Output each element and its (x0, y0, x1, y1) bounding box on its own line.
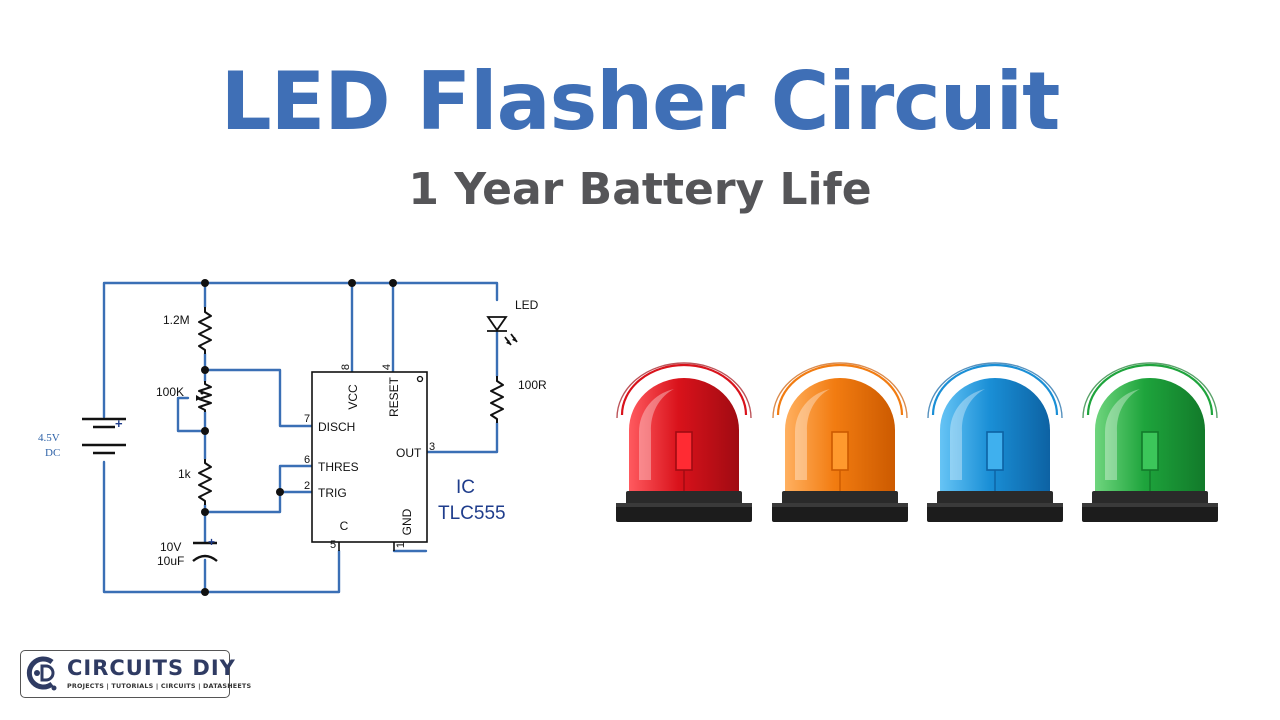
page-title: LED Flasher Circuit (220, 55, 1061, 148)
r1-value-label: 1.2M (163, 313, 190, 327)
ic-pin1-marker (416, 375, 424, 383)
ic-pin-disch-label: DISCH (318, 420, 355, 434)
circuits-diy-logo: CIRCUITS DIY PROJECTS | TUTORIALS | CIRC… (20, 650, 251, 698)
ic-pin-c-label: C (340, 519, 349, 533)
resistor-r2 (198, 459, 212, 505)
led-label: LED (515, 298, 539, 312)
ic-pin-8-number: 8 (340, 364, 352, 370)
ic-pin-out-label: OUT (396, 446, 422, 460)
ic-body (311, 371, 428, 543)
ic-pin-2-number: 2 (304, 480, 310, 492)
capacitor-plus: + (208, 535, 215, 549)
ic-pin-4-number: 4 (381, 364, 393, 370)
pot-value-label: 100K (156, 385, 184, 399)
resistors (198, 307, 504, 505)
junction-dots (201, 279, 397, 596)
logo-name: CIRCUITS DIY (67, 656, 236, 680)
beacon-orange (772, 362, 908, 522)
logo-tagline: PROJECTS | TUTORIALS | CIRCUITS | DATASH… (67, 682, 252, 690)
ic-pin-3-number: 3 (429, 441, 435, 453)
logo-mark-icon (26, 656, 57, 691)
battery-type-label: DC (45, 447, 60, 459)
battery-symbol (82, 417, 126, 455)
battery-voltage-label: 4.5V (38, 432, 60, 444)
ic-pin-vcc-label: VCC (346, 384, 360, 410)
ic-label: IC (456, 477, 475, 498)
r3-value-label: 100R (518, 378, 547, 392)
ic-pin-1-number: 1 (395, 542, 407, 548)
ic-pin-thres-label: THRES (318, 460, 359, 474)
ic-pin-reset-label: RESET (387, 376, 401, 417)
r2-value-label: 1k (178, 467, 192, 481)
ic-pin-trig-label: TRIG (318, 486, 347, 500)
beacon-blue (927, 362, 1063, 522)
beacon-red (616, 362, 752, 522)
page-subtitle: 1 Year Battery Life (408, 164, 872, 215)
potentiometer (198, 381, 212, 412)
battery-plus: + (115, 416, 123, 431)
ic-pin-5-number: 5 (330, 539, 336, 551)
ic-pin-6-number: 6 (304, 454, 310, 466)
resistor-r3 (490, 376, 504, 423)
ic-pin-stubs (338, 542, 395, 551)
resistor-r1 (198, 307, 212, 354)
capacitor-symbol (192, 541, 218, 562)
beacon-green (1082, 362, 1218, 522)
ic-pin-gnd-label: GND (400, 508, 414, 535)
ic-pin-7-number: 7 (304, 413, 310, 425)
cap-voltage-label: 10V (160, 540, 181, 554)
ic-part-label: TLC555 (438, 503, 506, 524)
cap-value-label: 10uF (157, 554, 184, 568)
